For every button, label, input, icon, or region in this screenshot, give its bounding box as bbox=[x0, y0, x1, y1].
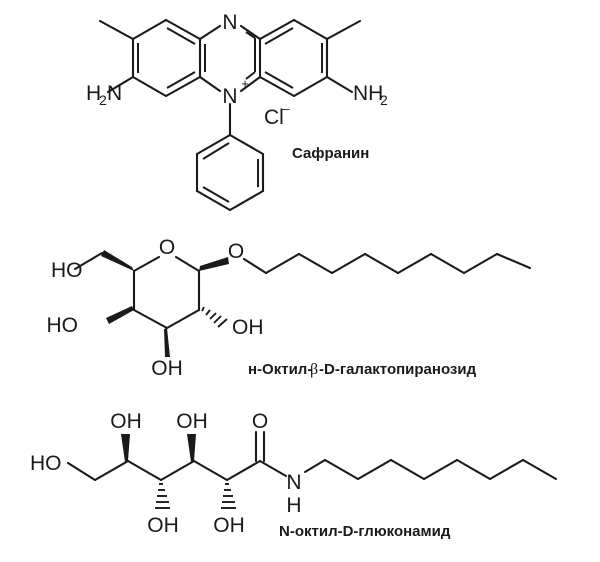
safranin-chloride-label: Cl – bbox=[264, 101, 290, 129]
svg-text:N: N bbox=[107, 82, 122, 105]
safranin-amino-bond-right bbox=[325, 75, 354, 94]
structure-safranin: N N + H 2 N NH 2 Cl – Сафранин bbox=[86, 11, 388, 212]
gluconamide-octyl-chain bbox=[303, 458, 558, 481]
galactose-ring-oxygen-label: O bbox=[159, 236, 175, 259]
galactose-c4-wedge bbox=[106, 306, 134, 324]
svg-text:H: H bbox=[86, 82, 101, 105]
gluconamide-backbone bbox=[66, 459, 288, 482]
gluconamide-c2-hash bbox=[221, 483, 236, 509]
gluconamide-terminal-ho-label: HO bbox=[30, 452, 62, 475]
safranin-phenyl-ring bbox=[195, 133, 265, 212]
gluconamide-c4-hash bbox=[155, 483, 170, 509]
safranin-methyl-right bbox=[325, 19, 362, 41]
galactose-c4-ho-label: HO bbox=[47, 314, 79, 337]
safranin-amino-bond-left bbox=[106, 75, 135, 94]
safranin-amino-right-label: NH 2 bbox=[353, 82, 388, 108]
svg-text:2: 2 bbox=[380, 92, 388, 108]
galactose-c3-oh-label: OH bbox=[151, 357, 183, 380]
svg-text:Cl: Cl bbox=[264, 106, 284, 129]
svg-text:NH: NH bbox=[353, 82, 383, 105]
gluconamide-c4-oh-label: OH bbox=[147, 514, 179, 537]
gluconamide-amide-h-label: H bbox=[286, 494, 301, 517]
gluconamide-c3-wedge bbox=[187, 434, 196, 462]
galactoside-octyl-chain bbox=[242, 252, 532, 275]
gluconamide-amide-n-label: N bbox=[286, 471, 301, 494]
gluconamide-c2-oh-label: OH bbox=[213, 514, 245, 537]
safranin-n-plus-charge: + bbox=[241, 76, 249, 91]
safranin-left-benzene bbox=[131, 18, 202, 98]
galactose-c3-wedge bbox=[164, 328, 170, 357]
safranin-n-top-label: N bbox=[222, 11, 237, 34]
galactose-c6-to-ho bbox=[73, 251, 104, 271]
galactose-glycosidic-oxygen-label: O bbox=[228, 240, 244, 263]
galactose-c2-oh-label: OH bbox=[232, 316, 264, 339]
safranin-amino-left-label: H 2 N bbox=[86, 82, 122, 108]
galactopyranose-ring bbox=[132, 255, 201, 330]
gluconamide-carbonyl bbox=[254, 430, 266, 463]
svg-text:2: 2 bbox=[99, 92, 107, 108]
safranin-right-benzene bbox=[258, 18, 329, 98]
gluconamide-c3-oh-label: OH bbox=[176, 410, 208, 433]
structure-octyl-galactopyranoside: O O HO HO OH OH н-Октил- β -D-галактопир… bbox=[47, 236, 532, 380]
svg-text:-D-галактопиранозид: -D-галактопиранозид bbox=[319, 361, 477, 378]
structure-octyl-gluconamide: HO OH OH OH OH O N H N-октил-D-глюконами… bbox=[30, 410, 558, 540]
caption-safranin: Сафранин bbox=[292, 145, 369, 162]
gluconamide-c5-oh-label: OH bbox=[110, 410, 142, 433]
svg-text:β: β bbox=[310, 361, 318, 378]
galactose-c2-hash bbox=[201, 306, 228, 328]
svg-text:н-Октил-: н-Октил- bbox=[248, 361, 312, 378]
galactose-anomeric-wedge bbox=[199, 257, 229, 271]
gluconamide-carbonyl-o-label: O bbox=[252, 410, 268, 433]
galactose-primary-ho-label: HO bbox=[51, 259, 83, 282]
safranin-methyl-left bbox=[98, 19, 135, 41]
svg-text:–: – bbox=[282, 101, 290, 116]
galactose-c6-wedge bbox=[101, 250, 134, 271]
caption-octyl-gluconamide: N-октил-D-глюконамид bbox=[279, 523, 451, 540]
safranin-n-bottom-label: N bbox=[222, 85, 237, 108]
caption-octyl-galactopyranoside: н-Октил- β -D-галактопиранозид bbox=[248, 361, 477, 378]
safranin-central-ring bbox=[198, 24, 262, 93]
gluconamide-c5-wedge bbox=[121, 434, 130, 462]
